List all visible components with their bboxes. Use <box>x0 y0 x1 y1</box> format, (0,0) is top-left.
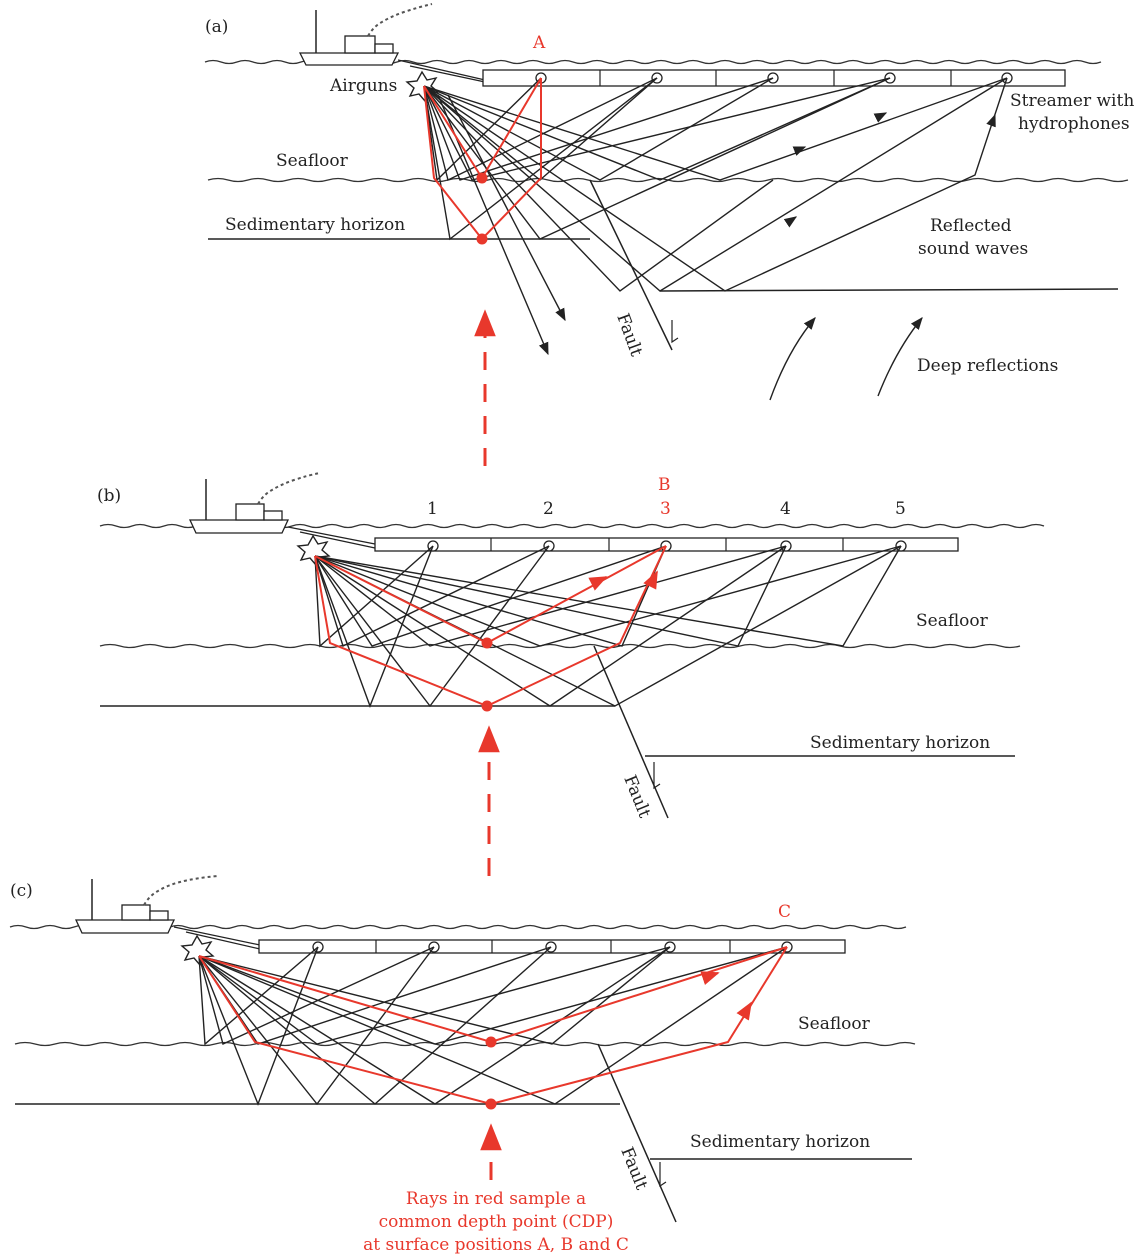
seafloor-label-b: Seafloor <box>916 611 989 631</box>
hydrophone-number-3: 3 <box>660 499 671 519</box>
reflected-label-line1: Reflected <box>930 216 1012 236</box>
streamer-label-line2: hydrophones <box>1018 114 1130 134</box>
panel-b-label: (b) <box>97 486 121 506</box>
cdp-rays-c <box>198 946 788 1110</box>
cdp-point-seafloor-c <box>485 1036 497 1048</box>
cdp-label-c: C <box>778 902 791 922</box>
seafloor-b <box>99 643 1021 649</box>
cdp-label-a: A <box>532 33 546 53</box>
caption: Rays in red sample a common depth point … <box>363 1189 629 1255</box>
seafloor-label-a: Seafloor <box>276 151 349 171</box>
reflected-label-line2: sound waves <box>918 239 1028 259</box>
fault-label-b: Fault <box>619 772 654 820</box>
cdp-rays-b <box>314 545 667 712</box>
airgun-burst-c <box>180 934 215 967</box>
seafloor-label-c: Seafloor <box>798 1014 871 1034</box>
panel-a: (a) <box>204 3 1134 401</box>
cdp-point-horizon-c <box>485 1098 497 1110</box>
fault-label-a: Fault <box>612 311 646 359</box>
streamer-label-line1: Streamer with <box>1010 91 1134 111</box>
sedimentary-label-b: Sedimentary horizon <box>810 733 990 753</box>
hydrophone-number-1: 1 <box>427 499 438 519</box>
sedimentary-label-c: Sedimentary horizon <box>690 1132 870 1152</box>
fault-line-b <box>593 645 669 819</box>
cdp-label-b: B <box>658 475 671 495</box>
deep-reflections-label: Deep reflections <box>917 356 1058 376</box>
caption-line2: common depth point (CDP) <box>379 1212 614 1232</box>
hydrophone-number-4: 4 <box>780 499 791 519</box>
rays-c <box>198 946 788 1106</box>
cdp-rays-a <box>423 77 542 245</box>
cdp-point-horizon-a <box>476 233 488 245</box>
seafloor-c <box>14 1041 916 1047</box>
panel-b: (b) <box>97 472 1045 821</box>
hydrophone-number-2: 2 <box>543 499 554 519</box>
panel-a-label: (a) <box>205 17 228 37</box>
deep-horizon-a <box>659 288 1119 292</box>
sedimentary-label-a: Sedimentary horizon <box>225 215 405 235</box>
fault-label-c: Fault <box>616 1144 651 1192</box>
caption-line3: at surface positions A, B and C <box>363 1235 629 1255</box>
caption-line1: Rays in red sample a <box>406 1189 586 1209</box>
fault-line-c <box>597 1043 677 1223</box>
ship-c <box>74 875 219 934</box>
airguns-label: Airguns <box>329 76 397 96</box>
panel-c: (c) <box>9 875 916 1223</box>
ship-b <box>188 472 321 534</box>
rays-a <box>423 77 1008 401</box>
cdp-point-horizon-b <box>481 700 493 712</box>
hydrophone-number-5: 5 <box>895 499 906 519</box>
ship-a <box>298 3 433 66</box>
cdp-point-seafloor-a <box>476 172 488 184</box>
rays-b <box>314 545 902 708</box>
panel-c-label: (c) <box>10 881 33 901</box>
cdp-point-seafloor-b <box>481 637 493 649</box>
